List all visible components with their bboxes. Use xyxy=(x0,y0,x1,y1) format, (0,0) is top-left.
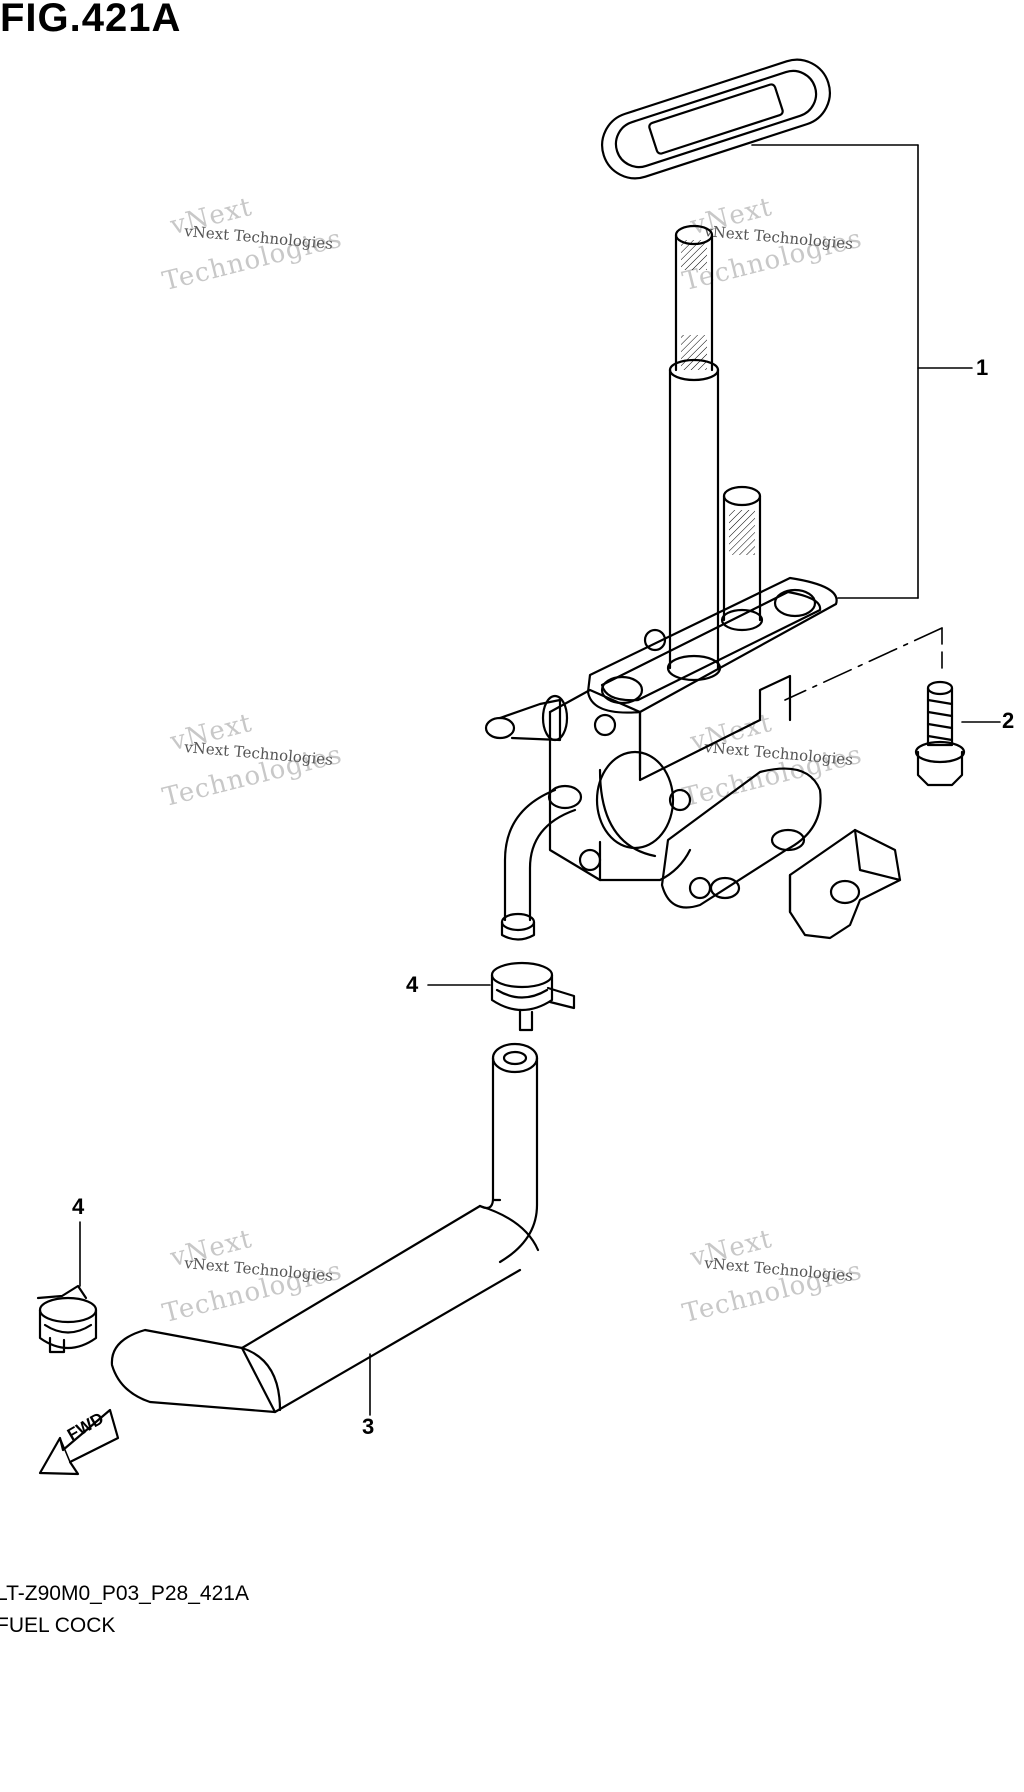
fuel-hose xyxy=(110,1042,540,1414)
fuel-cock-lever xyxy=(788,828,902,940)
callout-2: 2 xyxy=(1002,708,1015,733)
fwd-arrow xyxy=(38,1408,120,1476)
leader-1 xyxy=(751,144,973,599)
fuel-cock-body xyxy=(484,576,838,909)
bolt xyxy=(914,680,966,787)
callout-4-lower: 4 xyxy=(72,1194,85,1219)
figure-name: FUEL COCK xyxy=(0,1614,116,1637)
figure-code: LT-Z90M0_P03_P28_421A xyxy=(0,1582,249,1605)
leader-2 xyxy=(784,627,1001,723)
figure-title: FIG.421A xyxy=(0,0,182,40)
hose-clamp-lower xyxy=(36,1284,98,1354)
callout-1: 1 xyxy=(976,355,989,380)
gasket xyxy=(601,58,831,180)
outlet-elbow xyxy=(500,784,583,941)
hose-clamp-upper xyxy=(490,961,576,1032)
long-pipe xyxy=(668,224,720,670)
short-pipe xyxy=(722,485,762,622)
callout-3: 3 xyxy=(362,1414,375,1439)
callout-4-upper: 4 xyxy=(406,972,419,997)
